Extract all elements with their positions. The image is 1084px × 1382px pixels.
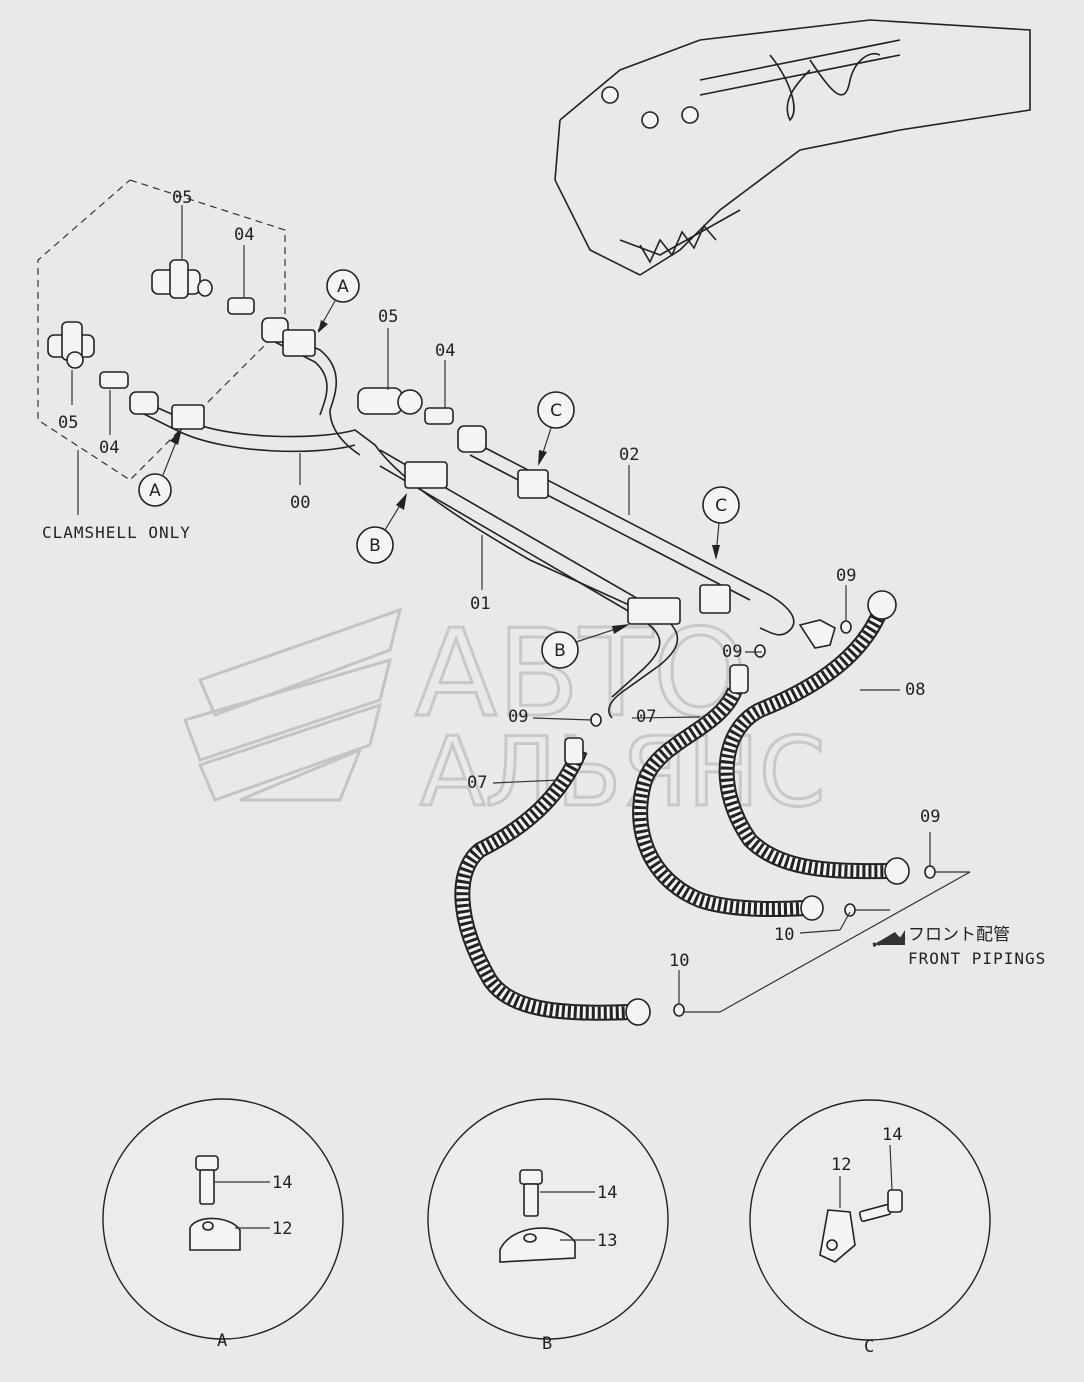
svg-text:A: A (149, 481, 161, 501)
svg-text:B: B (554, 641, 566, 661)
front-pipings-jp-label: フロント配管 (908, 925, 1010, 945)
clamp-13-icon (499, 1227, 576, 1263)
part-label-04-upper: 04 (234, 225, 254, 245)
detail-view-c: 12 14 C (749, 1099, 991, 1357)
detail-a-caption: A (217, 1331, 227, 1351)
excavator-boom-sketch (554, 19, 1031, 276)
o-ring-09-right (924, 832, 970, 879)
leader-front-group (719, 871, 971, 1013)
part-label-05-lower: 05 (58, 413, 78, 433)
clamp-12-icon (189, 1217, 241, 1251)
callout-b-left: B (356, 493, 407, 564)
watermark-logo-icon (183, 607, 403, 802)
detail-b-bolt-label: 14 (597, 1183, 617, 1203)
part-label-09-left: 09 (508, 707, 528, 727)
svg-text:C: C (550, 401, 562, 421)
hose-07-right (632, 664, 824, 921)
part-label-04-center: 04 (435, 341, 455, 361)
callout-a-top: A (317, 269, 360, 333)
o-ring-09-mid (754, 644, 766, 658)
part-label-07-right: 07 (636, 707, 656, 727)
clamshell-option-box: CLAMSHELL ONLY (37, 179, 286, 542)
front-pipings-label: FRONT PIPINGS (908, 949, 1046, 968)
part-label-01: 01 (470, 594, 490, 614)
clamp-12-side-icon (819, 1209, 856, 1263)
part-label-10-mid: 10 (774, 925, 794, 945)
watermark-line1: АВТО (415, 605, 747, 744)
part-label-08: 08 (905, 680, 925, 700)
o-ring-10-bottom (673, 970, 720, 1017)
part-label-04-lower: 04 (99, 438, 119, 458)
watermark-line2: АЛЬЯНС (420, 718, 825, 828)
clamshell-only-label: CLAMSHELL ONLY (42, 523, 191, 542)
detail-a-clamp-label: 12 (272, 1219, 292, 1239)
part-label-10-bottom: 10 (669, 951, 689, 971)
svg-text:C: C (715, 496, 727, 516)
part-label-02: 02 (619, 445, 639, 465)
detail-view-b: 14 13 B (427, 1098, 669, 1354)
detail-c-bolt-label: 14 (882, 1125, 902, 1145)
hose-08 (718, 590, 910, 885)
tee-fitting-05-lower (47, 321, 95, 405)
flange-bolt-icon (519, 1169, 543, 1217)
detail-view-a: 14 12 A (102, 1098, 344, 1351)
detail-b-clamp-label: 13 (597, 1231, 617, 1251)
detail-b-caption: B (542, 1334, 552, 1354)
flange-bolt-icon (858, 1189, 903, 1223)
callout-b-right: B (541, 624, 630, 669)
watermark: АВТО АЛЬЯНС (183, 604, 827, 830)
svg-text:A: A (337, 277, 349, 297)
part-label-05-upper: 05 (172, 188, 192, 208)
hose-07-left (454, 737, 651, 1026)
detail-c-clamp-label: 12 (831, 1155, 851, 1175)
part-label-09-top: 09 (836, 566, 856, 586)
nipple-04-lower (99, 371, 129, 435)
pipe-01 (379, 449, 681, 719)
callout-c-right: C (702, 486, 740, 560)
front-pipings-arrow-icon (872, 930, 906, 947)
flange-bolt-icon (195, 1155, 219, 1205)
part-label-09-mid: 09 (722, 642, 742, 662)
nipple-04-center (424, 360, 454, 425)
o-ring-09-left (532, 713, 602, 727)
detail-a-bolt-label: 14 (272, 1173, 292, 1193)
svg-text:B: B (369, 536, 381, 556)
pipe-02 (457, 425, 836, 649)
part-label-00: 00 (290, 493, 310, 513)
pipe-00 (129, 317, 641, 611)
part-label-09-right: 09 (920, 807, 940, 827)
o-ring-10-mid (799, 903, 890, 934)
part-label-07-left: 07 (467, 773, 487, 793)
callout-a-bottom: A (138, 428, 182, 507)
detail-c-caption: C (864, 1337, 874, 1357)
nipple-04-upper (227, 245, 255, 315)
callout-c-left: C (537, 391, 575, 466)
part-label-05-center: 05 (378, 307, 398, 327)
tee-fitting-05-upper (151, 205, 213, 299)
elbow-fitting-05-center (357, 328, 423, 415)
o-ring-09-top (840, 585, 852, 634)
